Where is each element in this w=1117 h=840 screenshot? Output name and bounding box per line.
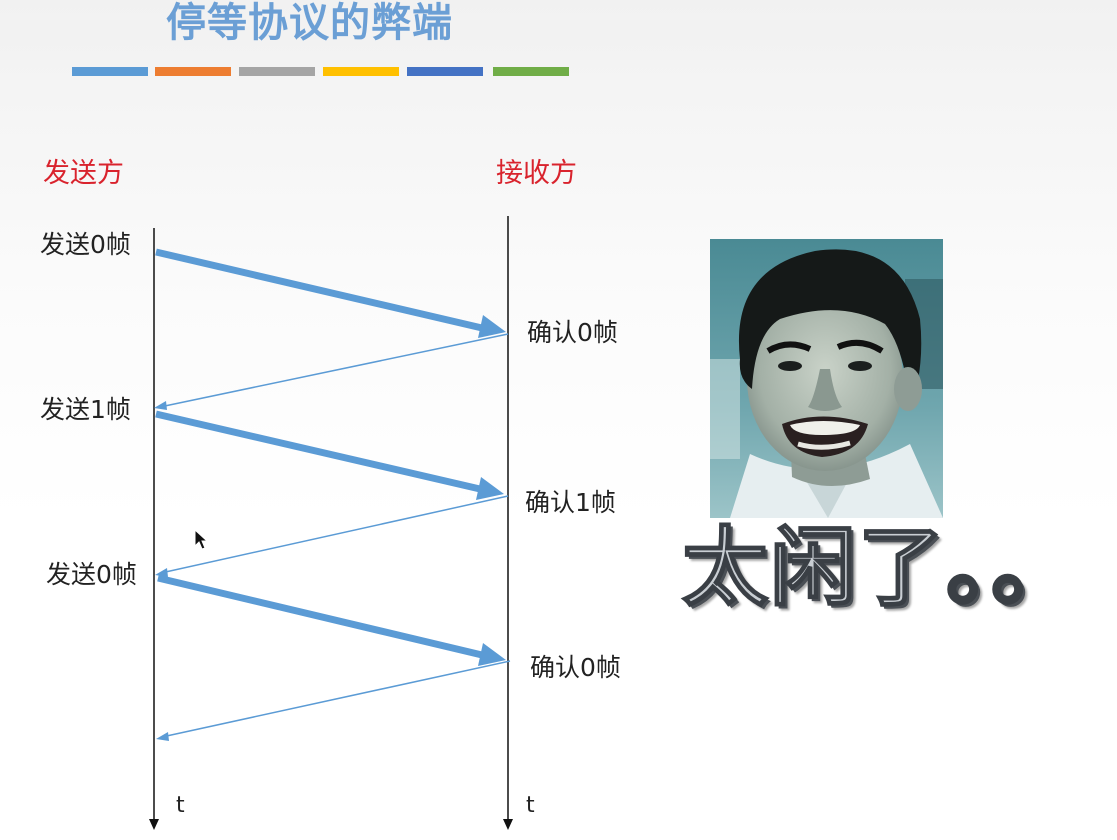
title-bar-segment	[493, 67, 569, 76]
sender-timeline-arrowhead	[149, 819, 159, 830]
receiver-step-label: 确认0帧	[527, 318, 618, 347]
ack-frame-arrow	[155, 495, 509, 577]
data-frame-arrow	[155, 248, 506, 338]
receiver-step-label: 确认0帧	[530, 653, 621, 682]
data-frame-arrow	[155, 410, 504, 500]
title-color-bar	[72, 67, 570, 76]
receiver-timeline-arrowhead	[503, 819, 513, 830]
title-bar-segment	[407, 67, 483, 76]
data-frame-arrow	[157, 574, 506, 666]
sender-step-label: 发送0帧	[40, 230, 131, 259]
title-bar-segment	[323, 67, 399, 76]
sender-step-label: 发送0帧	[46, 560, 137, 589]
receiver-time-label: t	[526, 793, 535, 818]
title-bar-segment	[239, 67, 315, 76]
ack-frame-arrow	[154, 333, 509, 410]
mouse-cursor-icon	[194, 529, 209, 550]
title-bar-segment	[72, 67, 148, 76]
receiver-label: 接收方	[496, 158, 577, 189]
ack-frame-arrow	[156, 660, 511, 741]
meme-caption: 太闲了。。	[681, 518, 1079, 618]
slide-title: 停等协议的弊端	[166, 0, 453, 46]
meme-face-photo	[710, 239, 943, 518]
sender-step-label: 发送1帧	[40, 395, 131, 424]
title-bar-segment	[155, 67, 231, 76]
sender-time-label: t	[176, 793, 185, 818]
receiver-step-label: 确认1帧	[525, 488, 616, 517]
sender-label: 发送方	[43, 158, 124, 189]
